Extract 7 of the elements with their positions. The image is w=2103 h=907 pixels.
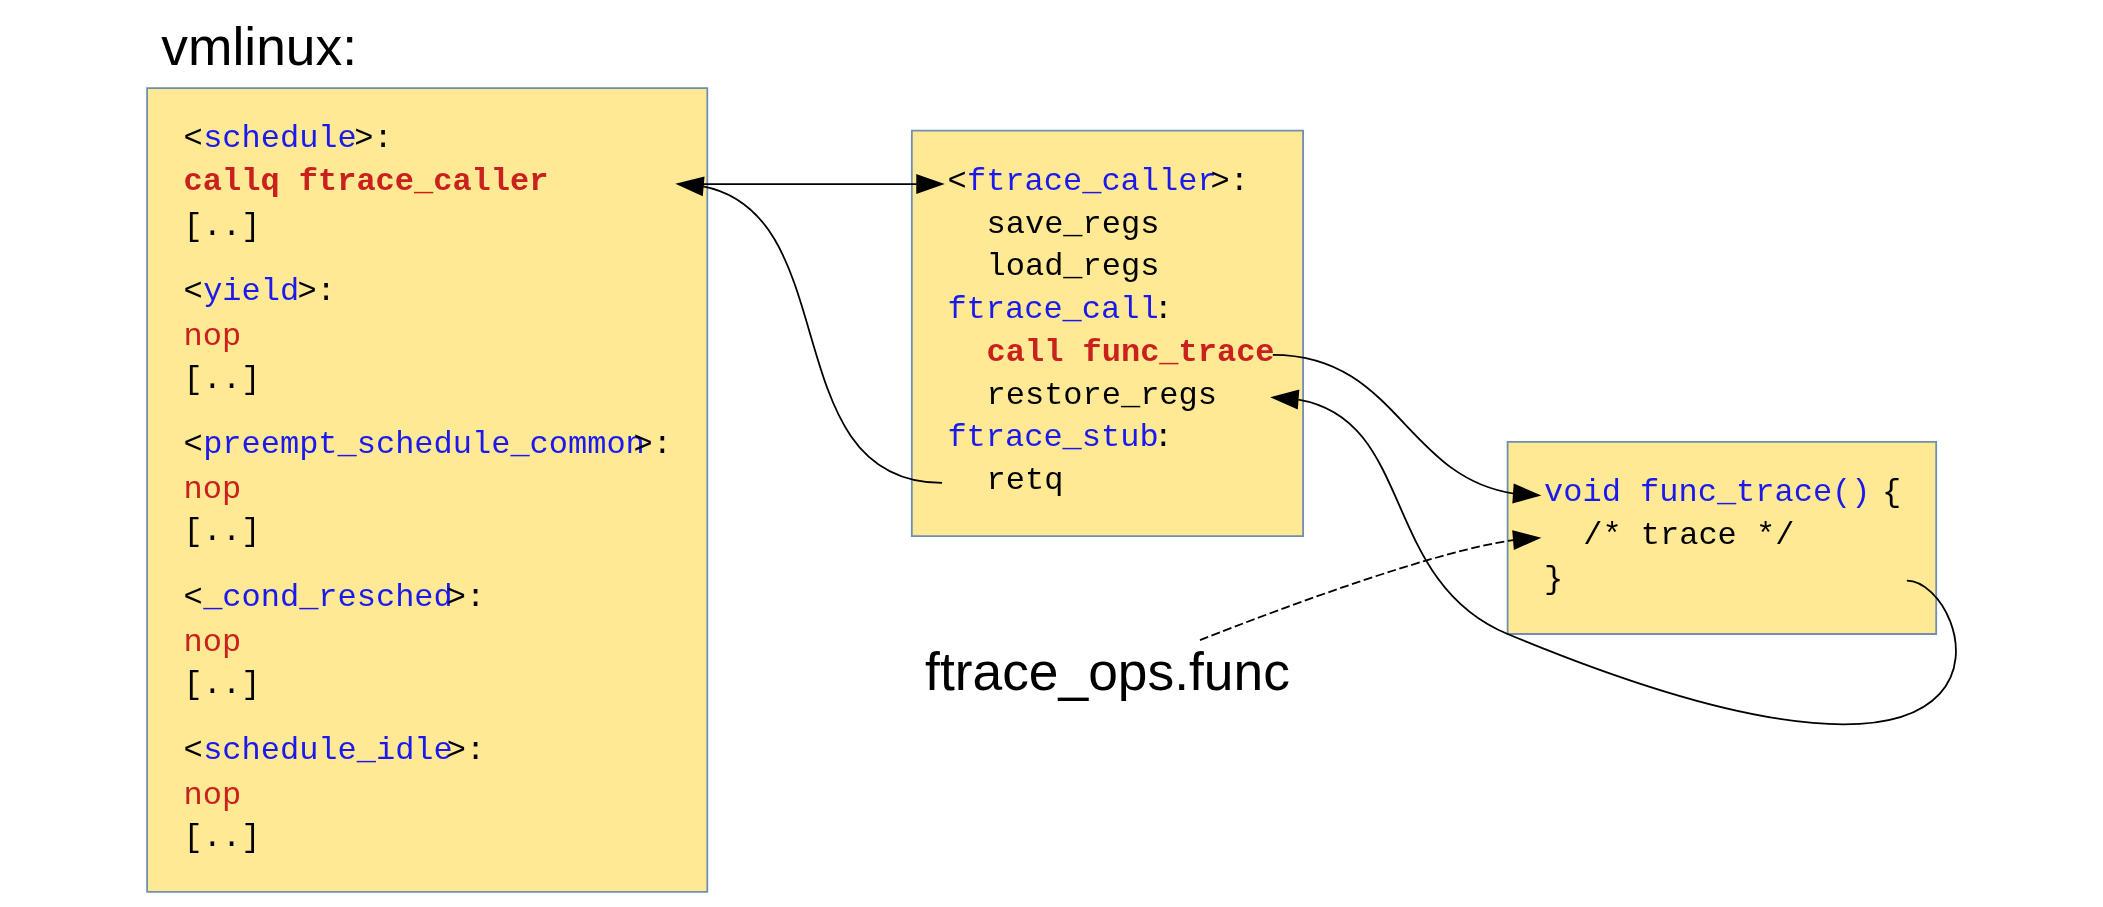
arrow [1271,353,1541,504]
diagram-title: vmlinux: [160,16,357,76]
arrow [1269,389,1957,724]
node-box: void func_trace() { /* trace */ } [1506,441,1937,635]
arrow [1198,530,1541,641]
node-text: ftrace_ops.func [924,642,1290,702]
node-box: <ftrace_caller>: save_regs load_regs ftrace_call: call func_trace restore_regs ftrace_stub: retq [910,129,1304,538]
